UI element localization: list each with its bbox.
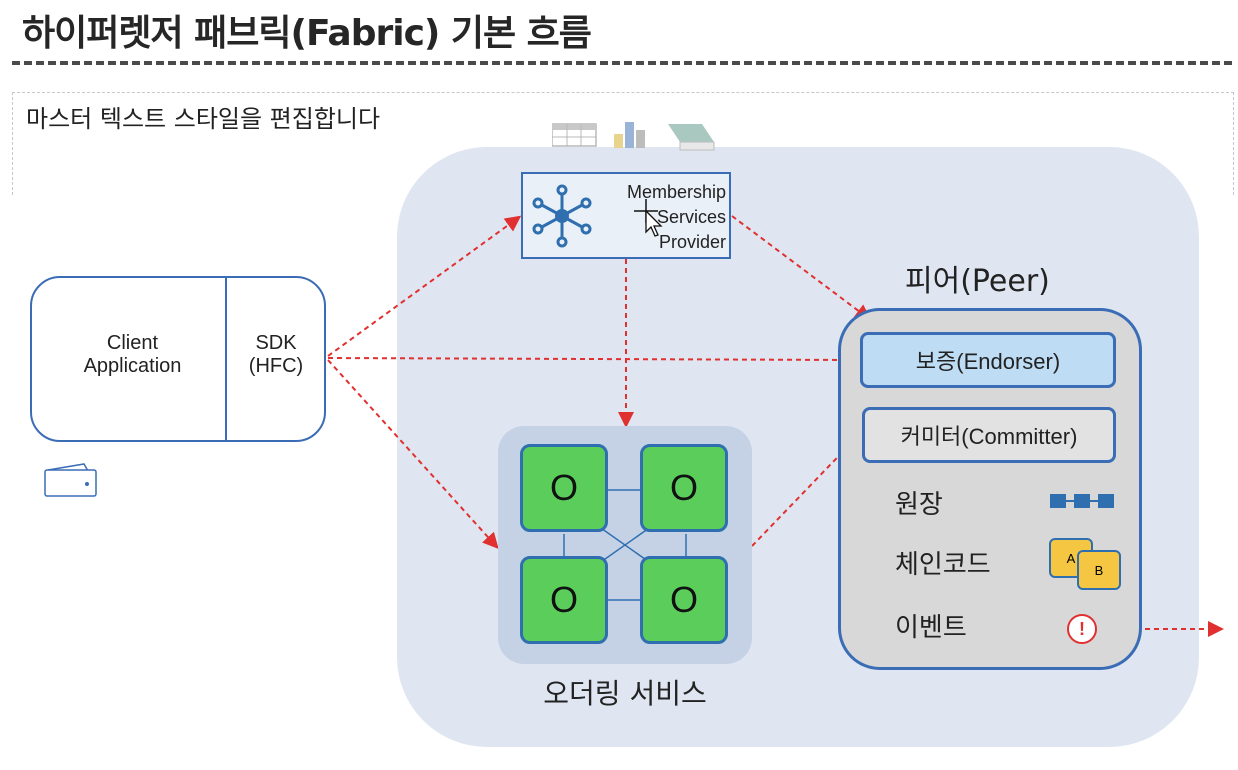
peer-title: 피어(Peer) — [905, 264, 1050, 299]
arrow-sdk-to-endorser — [327, 351, 856, 368]
orderer-node: O — [520, 444, 608, 532]
orderer-connections — [563, 489, 687, 601]
wallet-icon — [44, 463, 97, 497]
smartart-icon[interactable] — [668, 124, 715, 151]
text-placeholder[interactable]: 마스터 텍스트 스타일을 편집합니다 — [26, 105, 381, 133]
endorser-box: 보증(Endorser) — [860, 332, 1116, 388]
chart-icon[interactable] — [614, 122, 645, 148]
ordering-service-label: 오더링 서비스 — [543, 677, 707, 710]
table-icon[interactable] — [552, 123, 597, 147]
title-divider — [12, 61, 1232, 65]
ledger-blocks-icon — [1050, 494, 1114, 508]
event-label: 이벤트 — [895, 613, 967, 643]
event-alert-icon: ! — [1067, 614, 1097, 644]
slide-title: 하이퍼렛저 패브릭(Fabric) 기본 흐름 — [22, 13, 592, 54]
committer-box: 커미터(Committer) — [862, 407, 1116, 463]
orderer-node: O — [520, 556, 608, 644]
client-application-box — [30, 276, 326, 442]
network-hub-icon — [532, 184, 592, 248]
arrow-msp-to-peer — [731, 215, 872, 321]
orderer-node: O — [640, 556, 728, 644]
sdk-label: SDK (HFC) — [248, 332, 304, 377]
client-sdk-divider — [225, 277, 227, 441]
arrow-sdk-to-msp — [327, 215, 522, 357]
membership-services-provider-label: Membership Services Provider — [626, 182, 726, 252]
insert-content-icons — [552, 122, 715, 151]
mouse-cursor-icon — [634, 199, 663, 237]
orderer-node: O — [640, 444, 728, 532]
text-placeholder-box[interactable] — [12, 92, 1234, 195]
arrow-sdk-to-orderer — [327, 359, 499, 549]
chaincode-badge-b: B — [1077, 550, 1121, 590]
chaincode-label: 체인코드 — [895, 550, 991, 580]
client-application-label: Client Application — [83, 332, 182, 377]
ledger-label: 원장 — [895, 490, 943, 520]
chaincode-icon: A B — [1047, 536, 1121, 590]
